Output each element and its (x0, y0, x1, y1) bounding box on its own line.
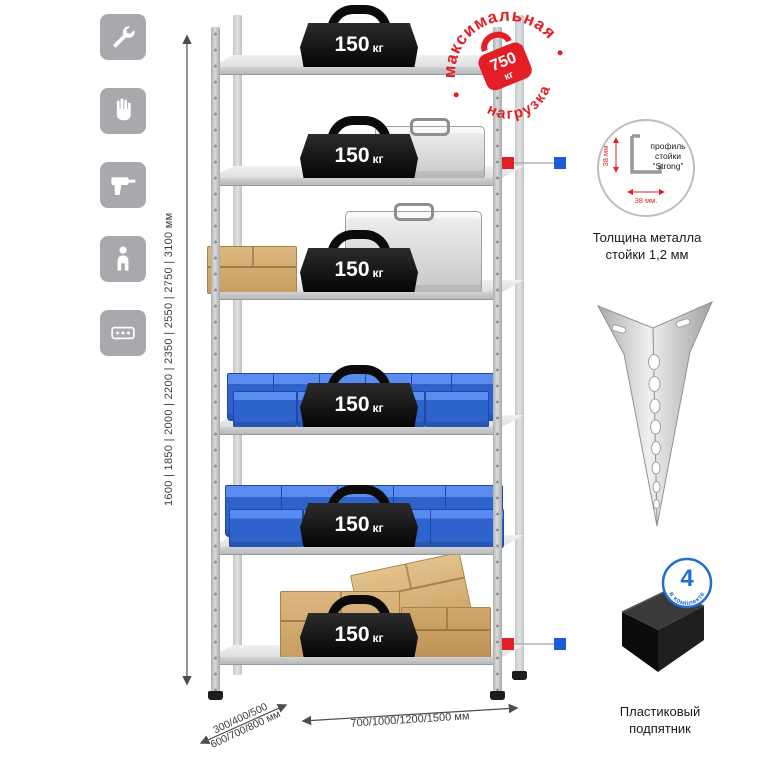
post-foot (512, 671, 527, 680)
profile-caption: Толщина металла стойки 1,2 мм (572, 230, 722, 264)
storage-bin (229, 509, 303, 549)
weight-value: 150 (334, 33, 370, 56)
foot-caption: Пластиковый подпятник (585, 704, 735, 738)
profile-caption-line1: Толщина металла (592, 230, 702, 245)
callout-circle (597, 119, 695, 217)
stamp-weight-unit: кг (503, 69, 516, 83)
weight-value: 150 (334, 144, 370, 167)
shelf-edge (211, 178, 502, 186)
profile-label-3: “Strong” (653, 161, 684, 171)
case-handle (393, 203, 434, 221)
storage-bin (233, 391, 297, 429)
profile-label-2: стойки (655, 151, 681, 161)
weight-unit: кг (372, 401, 384, 415)
perforated-beam-icon (100, 310, 146, 356)
rack-post-back-right (515, 15, 524, 675)
storage-bin (430, 509, 504, 549)
cardboard-box (207, 246, 297, 294)
case-handle (410, 118, 450, 136)
profile-cross-section (630, 134, 662, 174)
blue-marker-square-bottom (554, 638, 566, 650)
badge-number: 4 (680, 565, 694, 592)
profile-vertical-dim: 38 мм (601, 146, 610, 167)
shelf-edge (211, 292, 502, 300)
drill-icon (100, 162, 146, 208)
weight-value: 150 (334, 513, 370, 536)
blue-marker-square-top (554, 157, 566, 169)
person-icon (100, 236, 146, 282)
stamp-kettlebell: 750 кг (478, 31, 532, 91)
rack-post-front-right (493, 27, 502, 695)
profile-caption-line2: стойки 1,2 мм (605, 246, 689, 262)
weight-value: 150 (334, 258, 370, 281)
weight-value: 150 (334, 393, 370, 416)
weight-unit: кг (372, 521, 384, 535)
shelf-edge (211, 67, 502, 75)
foot-caption-line2: подпятник (629, 720, 691, 736)
storage-bin (425, 391, 489, 429)
shelf-edge (211, 657, 502, 665)
profile-label-1: профиль (650, 141, 686, 151)
weight-value: 150 (334, 623, 370, 646)
rack-post-front-left (211, 27, 220, 695)
weight-unit: кг (372, 41, 384, 55)
shelf-edge (211, 427, 502, 435)
post-foot (208, 691, 223, 700)
weight-unit: кг (372, 152, 384, 166)
post-profile-callout: 38 мм профиль стойки “Strong” 38 мм. (597, 119, 695, 217)
wrench-icon (100, 14, 146, 60)
corner-post-image (596, 301, 713, 527)
profile-horizontal-dim: 38 мм. (635, 196, 658, 205)
height-dimension-label: 1600 | 1850 | 2000 | 2200 | 2350 | 2550 … (163, 212, 175, 506)
included-count-badge: 4 в комплекте (661, 557, 713, 609)
shelf-edge (211, 547, 502, 555)
post-foot (490, 691, 505, 700)
weight-unit: кг (372, 631, 384, 645)
work-gloves-icon (100, 88, 146, 134)
weight-unit: кг (372, 266, 384, 280)
rack-post-back-left (233, 15, 242, 675)
foot-caption-line1: Пластиковый (619, 704, 701, 719)
width-dimension-label: 700/1000/1200/1500 мм (350, 710, 470, 730)
max-load-stamp: максимальная нагрузка 750 кг (438, 2, 563, 134)
